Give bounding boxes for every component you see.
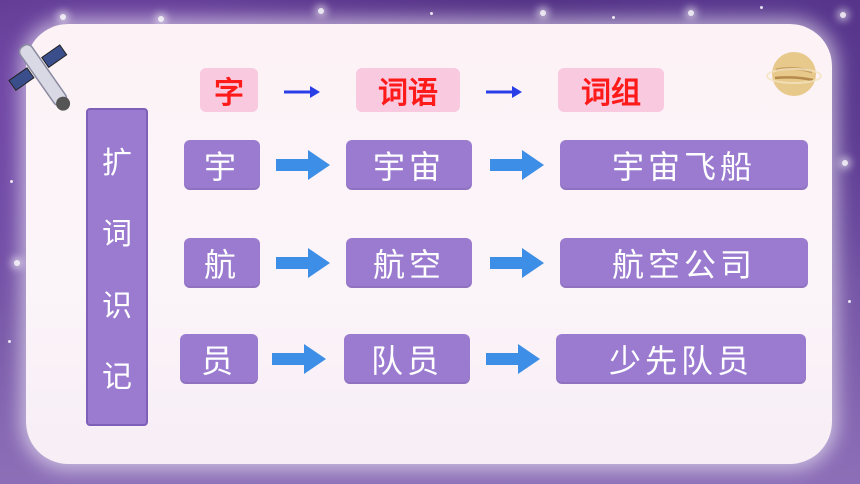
arrow-right-icon bbox=[284, 86, 320, 98]
header-phrase: 词组 bbox=[558, 68, 664, 112]
row-word: 队员 bbox=[344, 334, 470, 384]
header-word: 词语 bbox=[356, 68, 460, 112]
row-char: 宇 bbox=[184, 140, 260, 190]
arrow-right-icon bbox=[272, 344, 326, 374]
arrow-right-icon bbox=[490, 248, 544, 278]
arrow-right-icon bbox=[486, 344, 540, 374]
row-char: 航 bbox=[184, 238, 260, 288]
header-char: 字 bbox=[200, 68, 258, 112]
row-char: 员 bbox=[180, 334, 258, 384]
arrow-right-icon bbox=[490, 150, 544, 180]
arrow-right-icon bbox=[486, 86, 522, 98]
row-phrase: 少先队员 bbox=[556, 334, 806, 384]
side-label-char: 词 bbox=[102, 217, 132, 253]
side-label-char: 识 bbox=[102, 288, 132, 324]
side-label-char: 记 bbox=[102, 360, 132, 396]
row-phrase: 航空公司 bbox=[560, 238, 808, 288]
satellite-icon bbox=[8, 43, 71, 111]
row-word: 航空 bbox=[346, 238, 472, 288]
arrow-right-icon bbox=[276, 248, 330, 278]
side-label: 扩 词 识 记 bbox=[86, 108, 148, 426]
side-label-char: 扩 bbox=[102, 145, 132, 181]
arrow-right-icon bbox=[276, 150, 330, 180]
row-word: 宇宙 bbox=[346, 140, 472, 190]
row-phrase: 宇宙飞船 bbox=[560, 140, 808, 190]
planet-icon bbox=[766, 52, 822, 96]
